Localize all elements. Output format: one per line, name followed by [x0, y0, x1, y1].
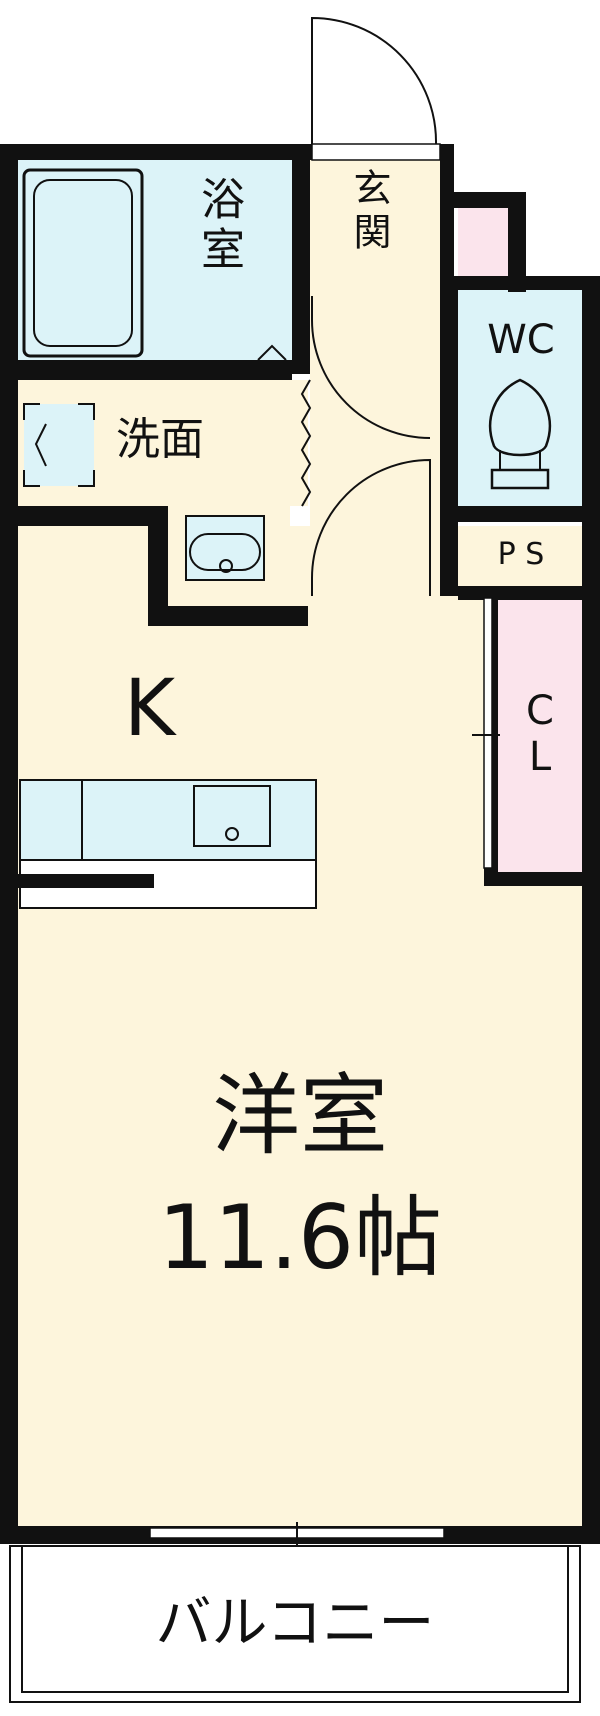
- folding-door: [300, 379, 312, 507]
- hall-door-swing: [311, 296, 431, 439]
- hall-door-swing-2: [311, 458, 431, 596]
- washer-corners: [23, 403, 95, 487]
- entrance-fill: [310, 160, 444, 290]
- basin-drain: [219, 559, 233, 573]
- wc-fill: [458, 290, 582, 508]
- balcony-rail-inner: [21, 1545, 569, 1693]
- kitchen-label: K: [124, 664, 176, 754]
- sink-drain: [225, 827, 239, 841]
- western-room-label: 洋室: [211, 1064, 388, 1167]
- drain-mark: [257, 344, 287, 361]
- main-room-upper-fill: [308, 596, 484, 886]
- entrance-label: 玄関: [347, 168, 391, 256]
- balcony-rail: [9, 1545, 581, 1703]
- closet-door-track: [483, 597, 493, 869]
- entry-opening: [311, 143, 441, 161]
- balcony-label: バルコニー: [155, 1591, 435, 1656]
- closet-label: CL: [526, 688, 554, 780]
- wash-bowl: [189, 533, 261, 571]
- western-room-size: 11.6帖: [158, 1186, 442, 1289]
- washer-space: [24, 404, 94, 486]
- kitchen-counter: [19, 779, 317, 861]
- toilet-bowl: [489, 378, 551, 457]
- closet-fill: [498, 598, 582, 872]
- bathtub-inner: [33, 179, 133, 347]
- ps-label: P S: [497, 537, 545, 572]
- toilet-tank: [490, 468, 550, 490]
- front-door-swing: [311, 16, 438, 145]
- kitchen-sink: [193, 785, 271, 847]
- bath-label: 浴室: [193, 176, 244, 276]
- bath-fill: [18, 160, 292, 360]
- bathtub-outer: [22, 168, 144, 358]
- counter-bar: [18, 874, 154, 888]
- washroom-label: 洗面: [116, 414, 204, 465]
- wc-label: WC: [487, 317, 555, 363]
